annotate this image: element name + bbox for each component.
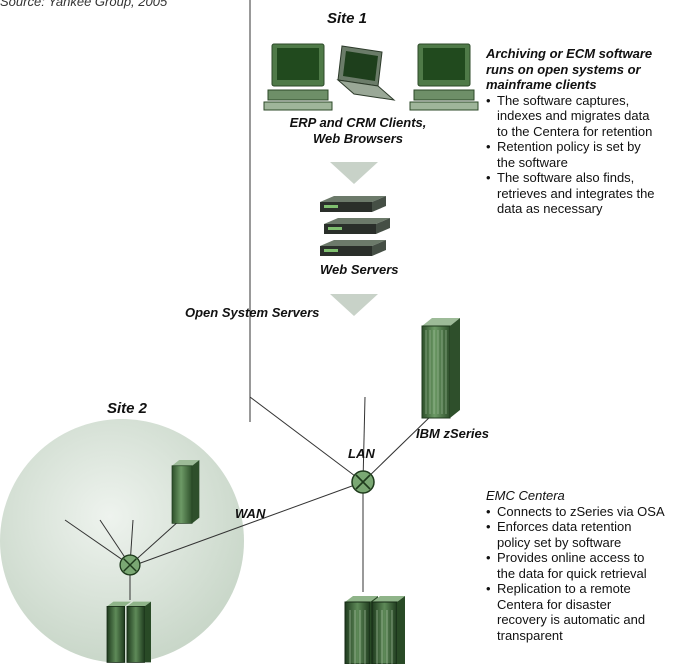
software-bullet: The software captures, indexes and migra… (486, 93, 698, 140)
centera-bullet-1-line1: Connects to zSeries via OSA (497, 503, 665, 519)
software-heading-line2: runs on open systems or (486, 61, 641, 77)
software-bullet-1-line1: The software captures, (497, 92, 630, 108)
software-bullet-1-line2: indexes and migrates data (497, 108, 650, 123)
centera-bullet-2-line2: policy set by software (497, 534, 622, 550)
clients-label-line1: ERP and CRM Clients, (289, 115, 427, 130)
lan-label: LAN (348, 446, 375, 461)
software-notes-heading: Archiving or ECM software runs on open s… (486, 46, 698, 93)
centera-bullet: Enforces data retention policy set by so… (486, 519, 698, 550)
centera-bullet-3-line2: the data for quick retrieval (497, 565, 647, 581)
site2-mainframe (171, 460, 200, 524)
centera-notes-heading: EMC Centera (486, 488, 565, 503)
site2-centera-storage (106, 601, 151, 663)
software-heading-line1: Archiving or ECM software (486, 46, 653, 61)
centera-notes-list: Connects to zSeries via OSA Enforces dat… (486, 504, 698, 644)
software-bullet-3-line1: The software also finds, (497, 170, 635, 185)
site2-title: Site 2 (107, 400, 148, 417)
software-bullet: Retention policy is set by the software (486, 139, 698, 170)
centera-bullet: Connects to zSeries via OSA (486, 504, 698, 520)
centera-bullet: Replication to a remote Centera for disa… (486, 581, 698, 643)
site2-switch (119, 554, 141, 576)
emc-centera-storage (344, 596, 405, 664)
ibm-zseries-mainframe (421, 318, 460, 419)
site1-switch (351, 470, 375, 494)
centera-bullet-3-line1: Provides online access to (497, 550, 645, 565)
open-system-servers-label: Open System Servers (185, 305, 320, 320)
arrow-down-1 (330, 162, 378, 184)
centera-bullet-4-line4: transparent (497, 627, 563, 643)
web-servers-label: Web Servers (320, 262, 399, 277)
site1-title: Site 1 (327, 10, 368, 27)
centera-bullet: Provides online access to the data for q… (486, 550, 698, 581)
arrow-down-2 (330, 294, 378, 316)
clients-label: ERP and CRM Clients, Web Browsers (248, 115, 468, 147)
software-bullet-3-line2: retrieves and integrates the (497, 185, 655, 201)
centera-bullet-4-line1: Replication to a remote (497, 581, 631, 596)
software-notes-list: The software captures, indexes and migra… (486, 93, 698, 217)
centera-bullet-4-line2: Centera for disaster (497, 596, 612, 612)
ibm-zseries-label: IBM zSeries (416, 426, 489, 441)
source-note: Source: Yankee Group, 2005 (0, 0, 168, 9)
client-computers (263, 43, 479, 111)
clients-label-line2: Web Browsers (312, 131, 404, 146)
software-bullet-2-line2: the software (497, 154, 568, 170)
centera-bullet-2-line1: Enforces data retention (497, 519, 632, 534)
web-server-rack (320, 196, 390, 256)
software-heading-line3: mainframe clients (486, 77, 597, 92)
software-bullet-1-line3: to the Centera for retention (497, 123, 653, 139)
software-bullet: The software also finds, retrieves and i… (486, 170, 698, 217)
centera-bullet-4-line3: recovery is automatic and (497, 612, 646, 627)
software-bullet-2-line1: Retention policy is set by (497, 139, 641, 154)
centera-notes: EMC Centera Connects to zSeries via OSA … (486, 488, 698, 643)
software-notes: Archiving or ECM software runs on open s… (486, 46, 698, 217)
software-bullet-3-line3: data as necessary (497, 201, 603, 216)
wan-label: WAN (235, 506, 266, 521)
